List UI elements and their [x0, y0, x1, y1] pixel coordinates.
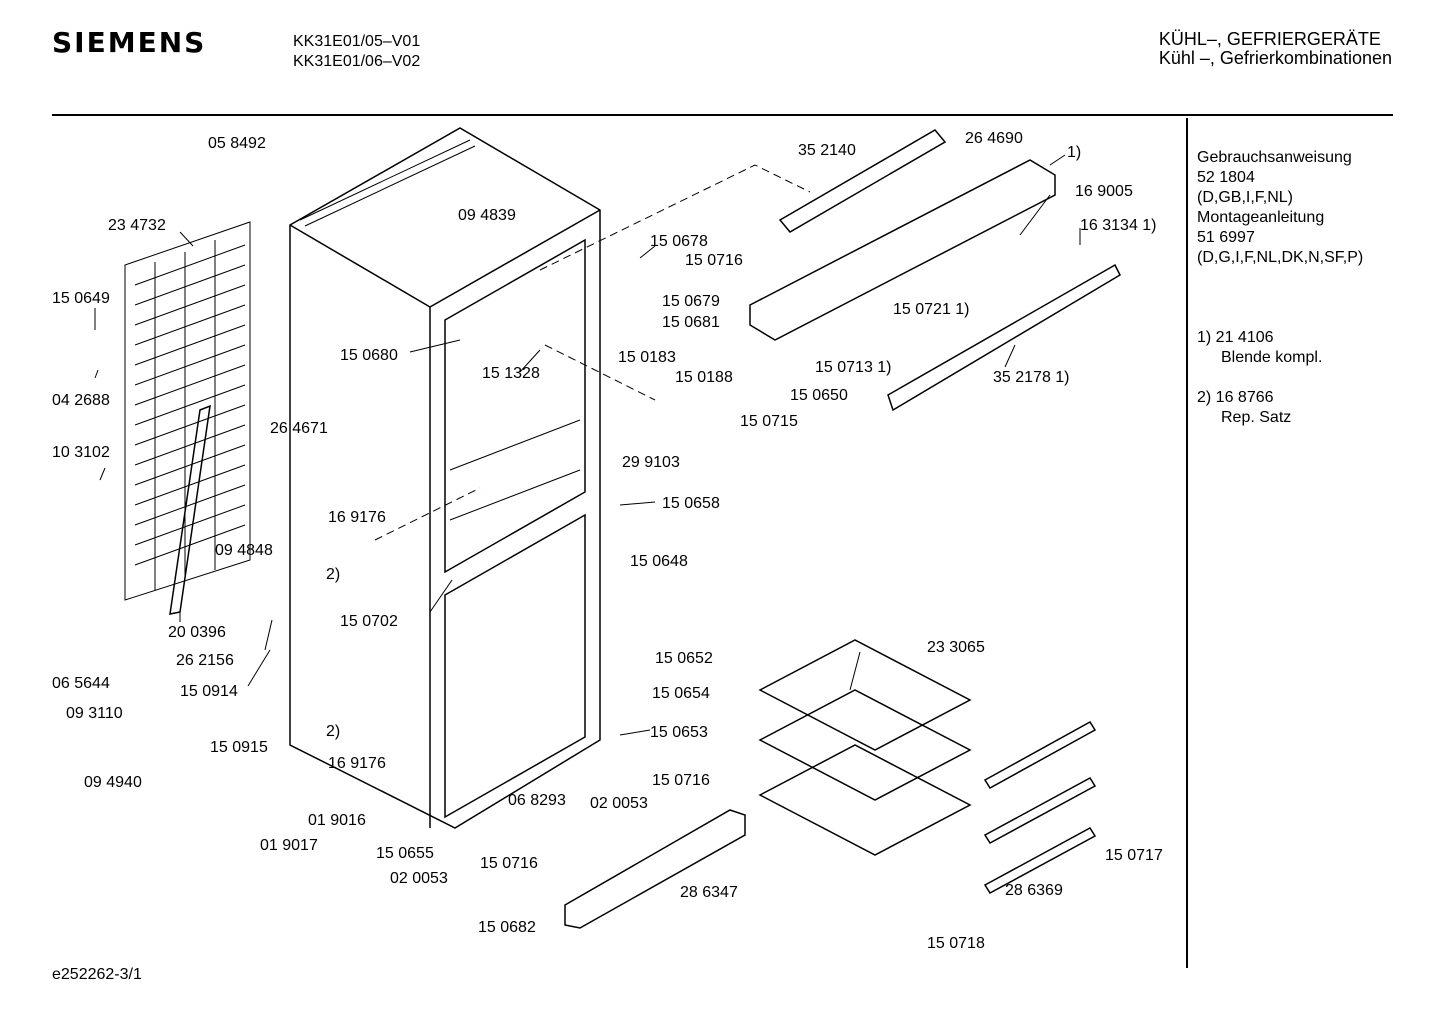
part-label: 15 0682: [478, 919, 536, 936]
install-languages: (D,G,I,F,NL,DK,N,SF,P): [1197, 249, 1364, 266]
part-label: 02 0053: [390, 870, 448, 887]
part-label: 15 0653: [650, 724, 708, 741]
part-label: 20 0396: [168, 624, 226, 641]
bottom-trim: [564, 809, 746, 929]
header-divider: [52, 114, 1393, 116]
part-label: 15 0658: [662, 495, 720, 512]
rail-3: [983, 827, 1097, 894]
part-label: 26 4671: [270, 420, 328, 437]
part-label: 28 6369: [1005, 882, 1063, 899]
install-number: 51 6997: [1197, 229, 1255, 246]
part-label: 15 0718: [927, 935, 985, 952]
part-label: 01 9017: [260, 837, 318, 854]
part-label: 15 0183: [618, 349, 676, 366]
part-label: 15 0717: [1105, 847, 1163, 864]
part-label: 15 0649: [52, 290, 110, 307]
trim-strip: [887, 263, 1121, 412]
part-label: 15 0654: [652, 685, 710, 702]
part-label: 2): [326, 566, 340, 583]
category-title: KÜHL–, GEFRIERGERÄTE Kühl –, Gefrierkomb…: [1159, 30, 1392, 68]
part-label: 02 0053: [590, 795, 648, 812]
part-label: 16 9176: [328, 755, 386, 772]
part-label: 15 0702: [340, 613, 398, 630]
part-label: 15 0680: [340, 347, 398, 364]
manual-info: Gebrauchsanweisung 52 1804 (D,GB,I,F,NL)…: [1197, 148, 1363, 268]
part-label: 15 0716: [480, 855, 538, 872]
rail-1: [983, 720, 1097, 790]
condenser: [124, 221, 251, 601]
part-label: 09 3110: [66, 705, 123, 722]
install-title: Montageanleitung: [1197, 209, 1325, 226]
part-label: 26 4690: [965, 130, 1023, 147]
part-labels: 05 8492 23 4732 15 0649 04 2688 10 3102 26 46…: [52, 130, 1163, 952]
part-label: 15 0679: [662, 293, 720, 310]
category-line-2: Kühl –, Gefrierkombinationen: [1158, 48, 1392, 68]
part-label: 15 0188: [675, 369, 733, 386]
part-label: 2): [326, 723, 340, 740]
manual-number: 52 1804: [1197, 169, 1255, 186]
manual-title: Gebrauchsanweisung: [1197, 149, 1352, 166]
rail-2: [983, 777, 1097, 844]
part-label: 15 0648: [630, 553, 688, 570]
part-label: 28 6347: [680, 884, 738, 901]
note-1-number: 1) 21 4106: [1197, 329, 1274, 346]
wire-shelves: [758, 639, 972, 856]
model-numbers: KK31E01/05–V01 KK31E01/06–V02: [293, 32, 420, 72]
part-label: 35 2140: [798, 142, 856, 159]
sidebar-divider: [1186, 118, 1188, 968]
cabinet-body: [289, 127, 601, 829]
model-number-1: KK31E01/05–V01: [293, 33, 421, 50]
part-label: 23 3065: [927, 639, 985, 656]
part-label: 29 9103: [622, 454, 680, 471]
part-label: 04 2688: [52, 392, 110, 409]
part-label: 16 9005: [1075, 183, 1133, 200]
manual-languages: (D,GB,I,F,NL): [1197, 189, 1294, 206]
brand-logo: SIEMENS: [52, 26, 207, 59]
part-label: 01 9016: [308, 812, 366, 829]
part-label: 15 0716: [652, 772, 710, 789]
part-label: 09 4839: [458, 207, 516, 224]
part-label: 09 4848: [215, 542, 273, 559]
fascia-complete: [749, 159, 1056, 341]
part-label: 16 9176: [328, 509, 386, 526]
part-label: 35 2178 1): [993, 369, 1070, 386]
part-label: 15 0655: [376, 845, 434, 862]
part-label: 09 4940: [84, 774, 142, 791]
part-label: 15 0650: [790, 387, 848, 404]
category-line-1: KÜHL–, GEFRIERGERÄTE: [1158, 29, 1381, 49]
part-label: 15 0721 1): [893, 301, 970, 318]
model-number-2: KK31E01/06–V02: [293, 53, 421, 70]
note-1-description: Blende kompl.: [1221, 349, 1323, 366]
document-id: e252262-3/1: [52, 966, 142, 983]
part-label: 06 8293: [508, 792, 566, 809]
part-label: 05 8492: [208, 135, 266, 152]
part-label: 16 3134 1): [1080, 217, 1157, 234]
part-label: 15 0652: [655, 650, 713, 667]
part-label: 06 5644: [52, 675, 110, 692]
part-label: 15 0914: [180, 683, 238, 700]
leader-dashed: [539, 164, 811, 271]
note-1: 1) 21 4106 Blende kompl.: [1197, 328, 1322, 368]
part-label: 15 0681: [662, 314, 720, 331]
note-2: 2) 16 8766 Rep. Satz: [1197, 388, 1291, 428]
control-panel: [778, 129, 947, 233]
part-label: 15 1328: [482, 365, 540, 382]
part-label: 23 4732: [108, 217, 166, 234]
part-label: 15 0915: [210, 739, 268, 756]
note-2-description: Rep. Satz: [1221, 409, 1292, 426]
part-label: 15 0713 1): [815, 359, 892, 376]
part-label: 26 2156: [176, 652, 234, 669]
note-2-number: 2) 16 8766: [1197, 389, 1274, 406]
part-label: 10 3102: [52, 444, 110, 461]
part-label: 15 0716: [685, 252, 743, 269]
part-label: 1): [1067, 144, 1081, 161]
part-label: 15 0678: [650, 233, 708, 250]
part-label: 15 0715: [740, 413, 798, 430]
